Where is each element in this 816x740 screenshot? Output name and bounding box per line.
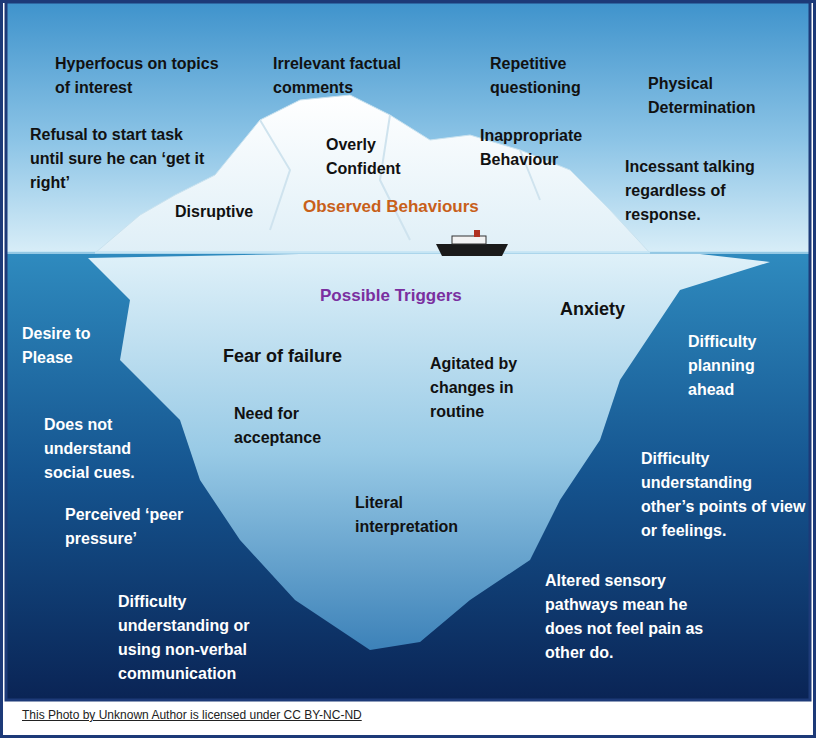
iceberg-label: Inappropriate Behaviour [480,124,610,172]
photo-credit: This Photo by Unknown Author is licensed… [22,708,362,722]
iceberg-label: Altered sensory pathways mean he does no… [545,569,715,665]
iceberg-label: Perceived ‘peer pressure’ [65,503,205,551]
ship [436,230,508,256]
sky [6,2,810,254]
iceberg-label: Difficulty understanding other’s points … [641,447,806,543]
iceberg-label: Literal interpretation [355,491,485,539]
photo-border [6,2,810,700]
iceberg-label: Anxiety [560,297,650,321]
iceberg-label: Physical Determination [648,72,788,120]
sea [6,252,810,700]
iceberg-label: Need for acceptance [234,402,349,450]
iceberg-label: Does not understand social cues. [44,413,169,485]
iceberg-label: Fear of failure [223,344,373,368]
iceberg-label: Refusal to start task until sure he can … [30,123,205,195]
iceberg-label: Incessant talking regardless of response… [625,155,805,227]
iceberg-tip [95,95,650,253]
iceberg-label: Agitated by changes in routine [430,352,545,424]
section-heading: Observed Behaviours [303,195,503,219]
iceberg-label: Overly Confident [326,133,426,181]
section-heading: Possible Triggers [320,284,500,308]
iceberg-label: Irrelevant factual comments [273,52,443,100]
iceberg-label: Desire to Please [22,322,122,370]
iceberg-label: Difficulty understanding or using non-ve… [118,590,288,686]
iceberg-label: Repetitive questioning [490,52,620,100]
waterline [6,251,810,254]
iceberg-label: Disruptive [175,200,285,224]
iceberg-label: Hyperfocus on topics of interest [55,52,225,100]
iceberg-label: Difficulty planning ahead [688,330,798,402]
